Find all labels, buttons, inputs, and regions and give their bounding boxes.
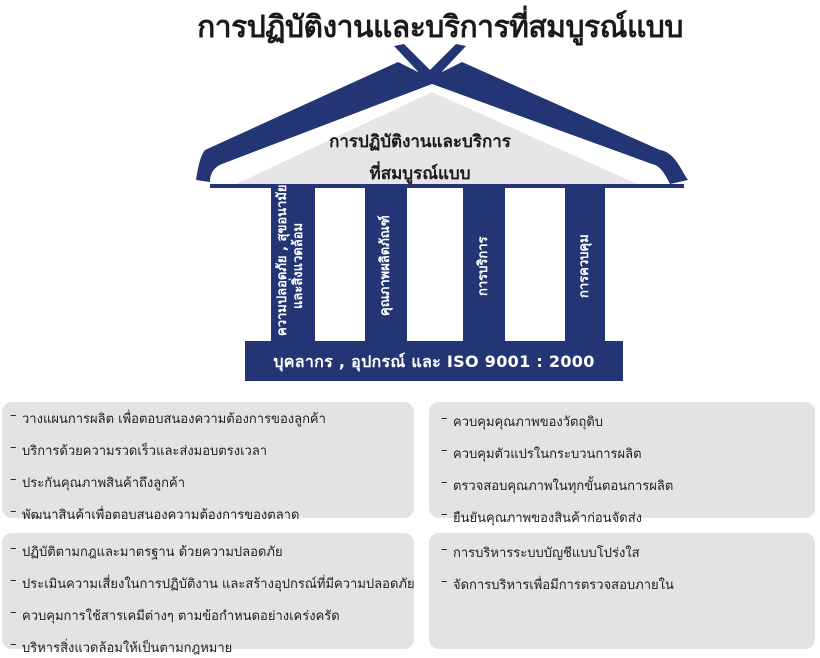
pillar-label-control: การควบคุม — [577, 234, 592, 298]
list-item: จัดการบริหารเพื่อมีการตรวจสอบภายใน — [441, 574, 803, 595]
pillar-safety — [271, 188, 315, 341]
roof-apex-cross — [394, 44, 466, 84]
roof-outline — [196, 62, 688, 184]
page-title: การปฏิบัติงานและบริการที่สมบูรณ์แบบ — [197, 10, 683, 45]
roof-gable — [232, 92, 642, 186]
temple-diagram — [196, 44, 688, 381]
list-item: ควบคุมคุณภาพของวัตถุดิบ — [441, 411, 803, 432]
list-item: วางแผนการผลิต เพื่อตอบสนองความต้องการของ… — [10, 408, 406, 429]
list-item: ควบคุมการใช้สารเคมีต่างๆ ตามข้อกำหนดอย่า… — [10, 605, 406, 626]
list-item: การบริหารระบบบัญชีแบบโปร่งใส — [441, 542, 803, 563]
pillar-label-safety-line2: และสิ่งแวดล้อม — [291, 222, 306, 310]
list-item: ควบคุมตัวแปรในกระบวนการผลิต — [441, 443, 803, 464]
pillar-label-service: การบริการ — [476, 236, 491, 296]
foundation-base — [245, 341, 623, 381]
panel-safety: ปฏิบัติตามกฎและมาตรฐาน ด้วยความปลอดภัย ป… — [2, 533, 415, 656]
pillar-label-quality: คุณภาพผลิตภัณฑ์ — [378, 215, 393, 317]
list-item: ปฏิบัติตามกฎและมาตรฐาน ด้วยความปลอดภัย — [10, 541, 406, 562]
panel-quality-control: ควบคุมคุณภาพของวัตถุดิบ ควบคุมตัวแปรในกร… — [429, 402, 815, 526]
pillar-label-safety-line1: ความปลอดภัย , สุขอนามัย — [275, 184, 290, 336]
pillar-service — [463, 188, 505, 341]
roof-title-line1: การปฏิบัติงานและบริการ — [329, 132, 511, 152]
roof-beam — [210, 184, 684, 188]
list-item: ประเมินความเสี่ยงในการปฏิบัติงาน และสร้า… — [10, 573, 415, 594]
panel-management: การบริหารระบบบัญชีแบบโปร่งใส จัดการบริหา… — [429, 533, 815, 649]
panel-production: วางแผนการผลิต เพื่อตอบสนองความต้องการของ… — [2, 402, 414, 523]
list-item: บริหารสิ่งแวดล้อมให้เป็นตามกฎหมาย — [10, 637, 406, 658]
pillar-label-safety: ความปลอดภัย , สุขอนามัย และสิ่งแวดล้อม — [275, 184, 307, 336]
list-item: พัฒนาสินค้าเพื่อตอบสนองความต้องการของตลา… — [10, 504, 406, 525]
list-item: ตรวจสอบคุณภาพในทุกขั้นตอนการผลิต — [441, 475, 803, 496]
list-item: ยืนยันคุณภาพของสินค้าก่อนจัดส่ง — [441, 507, 803, 528]
list-item: บริการด้วยความรวดเร็วและส่งมอบตรงเวลา — [10, 440, 406, 461]
list-item: ประกันคุณภาพสินค้าถึงลูกค้า — [10, 472, 406, 493]
roof-title-line2: ที่สมบูรณ์แบบ — [369, 164, 471, 184]
pillar-quality — [365, 188, 407, 341]
pillar-control — [565, 188, 605, 341]
foundation-label: บุคลากร , อุปกรณ์ และ ISO 9001 : 2000 — [273, 352, 595, 371]
